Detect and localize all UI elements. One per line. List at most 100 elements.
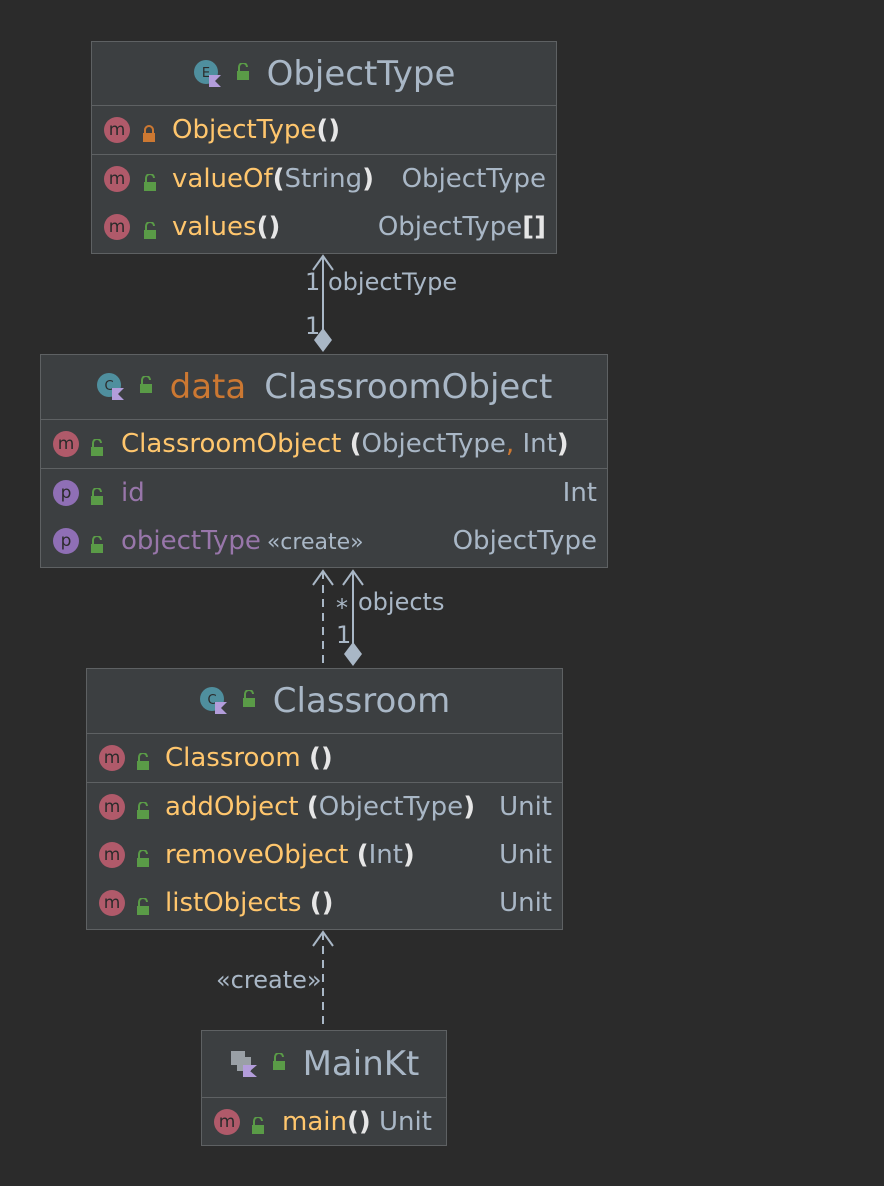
method-icon: m	[99, 842, 125, 868]
property-row[interactable]: p objectType«create» ObjectType	[41, 517, 607, 565]
lock-open-icon	[135, 845, 151, 875]
method-row[interactable]: m values() ObjectType[]	[92, 203, 556, 251]
paren: (	[356, 840, 369, 870]
data-keyword: data	[169, 367, 247, 407]
method-row[interactable]: m main() Unit	[202, 1098, 446, 1146]
object-type-header: E ObjectType	[92, 42, 556, 106]
mainkt-node[interactable]: MainKt m main() Unit	[201, 1030, 447, 1146]
method-params: ObjectType	[318, 792, 464, 822]
object-type-node[interactable]: E ObjectType m ObjectType() m valueO	[91, 41, 557, 254]
paren: (	[272, 164, 285, 194]
constructor-name: Classroom	[165, 743, 301, 773]
lock-open-icon	[135, 748, 151, 778]
constructor-name: ObjectType	[172, 115, 317, 145]
lock-open-icon	[135, 893, 151, 923]
file-class-icon	[229, 1049, 259, 1079]
paren: )	[556, 429, 569, 459]
constructor-row[interactable]: m ClassroomObject (ObjectType, Int)	[41, 420, 607, 468]
property-type: ObjectType	[452, 526, 597, 556]
return-type: ObjectType[]	[378, 212, 546, 242]
method-row[interactable]: m valueOf(String) ObjectType	[92, 155, 556, 203]
methods-section: m addObject (ObjectType) Unit m removeOb…	[87, 783, 562, 927]
properties-section: p id Int p objectType«create» ObjectType	[41, 469, 607, 565]
method-icon: m	[99, 745, 125, 771]
class-icon: C	[199, 686, 229, 716]
lock-private-icon	[142, 120, 156, 150]
svg-text:C: C	[104, 379, 113, 394]
lock-open-icon	[241, 689, 257, 712]
classroom-node[interactable]: C Classroom m Classroom () m	[86, 668, 563, 930]
lock-open-icon	[235, 61, 251, 85]
method-name: main	[282, 1107, 347, 1137]
constructor-row[interactable]: m Classroom ()	[87, 734, 562, 782]
lock-open-icon	[89, 483, 105, 513]
lock-open-icon	[142, 217, 158, 247]
multiplicity-label: 1	[305, 268, 321, 296]
classroom-object-node[interactable]: C data ClassroomObject m ClassroomObject…	[40, 354, 608, 568]
methods-section: m valueOf(String) ObjectType m values() …	[92, 155, 556, 251]
class-title: Classroom	[272, 681, 451, 721]
paren: ()	[309, 888, 334, 918]
constructor-args: ()	[316, 115, 341, 145]
lock-open-icon	[135, 797, 151, 827]
paren: (	[349, 429, 362, 459]
method-row[interactable]: m addObject (ObjectType) Unit	[87, 783, 562, 831]
return-type-name: ObjectType	[377, 212, 523, 242]
return-type: ObjectType	[401, 164, 546, 194]
constructor-section: m ClassroomObject (ObjectType, Int)	[41, 420, 607, 469]
lock-open-icon	[138, 375, 154, 398]
array-brackets: []	[522, 212, 546, 242]
method-icon: m	[104, 166, 130, 192]
return-type: Unit	[499, 840, 552, 870]
svg-text:C: C	[207, 693, 216, 708]
param: ObjectType	[361, 429, 506, 459]
multiplicity-label: *	[336, 594, 348, 622]
paren: )	[362, 164, 375, 194]
multiplicity-label: 1	[336, 621, 352, 649]
property-type: Int	[562, 478, 597, 508]
method-icon: m	[104, 214, 130, 240]
paren: )	[463, 792, 476, 822]
stereotype-label: «create»	[266, 530, 364, 555]
property-name: objectType	[121, 526, 261, 556]
property-name: id	[121, 478, 145, 508]
constructor-section: m Classroom ()	[87, 734, 562, 783]
paren: ()	[346, 1107, 371, 1137]
return-type: Unit	[499, 888, 552, 918]
method-icon: m	[104, 117, 130, 143]
methods-section: m main() Unit	[202, 1098, 446, 1146]
paren: ()	[256, 212, 281, 242]
method-params: String	[284, 164, 363, 194]
method-name: values	[172, 212, 257, 242]
param: Int	[522, 429, 557, 459]
paren: )	[402, 840, 415, 870]
classroom-object-header: C data ClassroomObject	[41, 355, 607, 420]
class-icon: C	[96, 372, 126, 402]
method-icon: m	[99, 794, 125, 820]
return-type: Unit	[499, 792, 552, 822]
method-name: valueOf	[172, 164, 273, 194]
return-type: Unit	[379, 1107, 432, 1137]
method-icon: m	[214, 1109, 240, 1135]
lock-open-icon	[89, 434, 105, 464]
method-row[interactable]: m removeObject (Int) Unit	[87, 831, 562, 879]
lock-open-icon	[89, 531, 105, 561]
method-icon: m	[53, 431, 79, 457]
method-name: removeObject	[165, 840, 349, 870]
constructor-args: ()	[308, 743, 333, 773]
enum-icon: E	[193, 59, 223, 89]
property-icon: p	[53, 528, 79, 554]
lock-open-icon	[142, 169, 158, 199]
method-row[interactable]: m listObjects () Unit	[87, 879, 562, 927]
mainkt-header: MainKt	[202, 1031, 446, 1098]
lock-open-icon	[271, 1052, 287, 1075]
create-stereotype-label: «create»	[216, 966, 322, 994]
constructor-section: m ObjectType()	[92, 106, 556, 155]
class-title: ObjectType	[266, 53, 456, 94]
property-row[interactable]: p id Int	[41, 469, 607, 517]
role-label: objectType	[328, 268, 458, 296]
svg-text:E: E	[201, 66, 209, 81]
constructor-row[interactable]: m ObjectType()	[92, 106, 556, 154]
method-icon: m	[99, 890, 125, 916]
